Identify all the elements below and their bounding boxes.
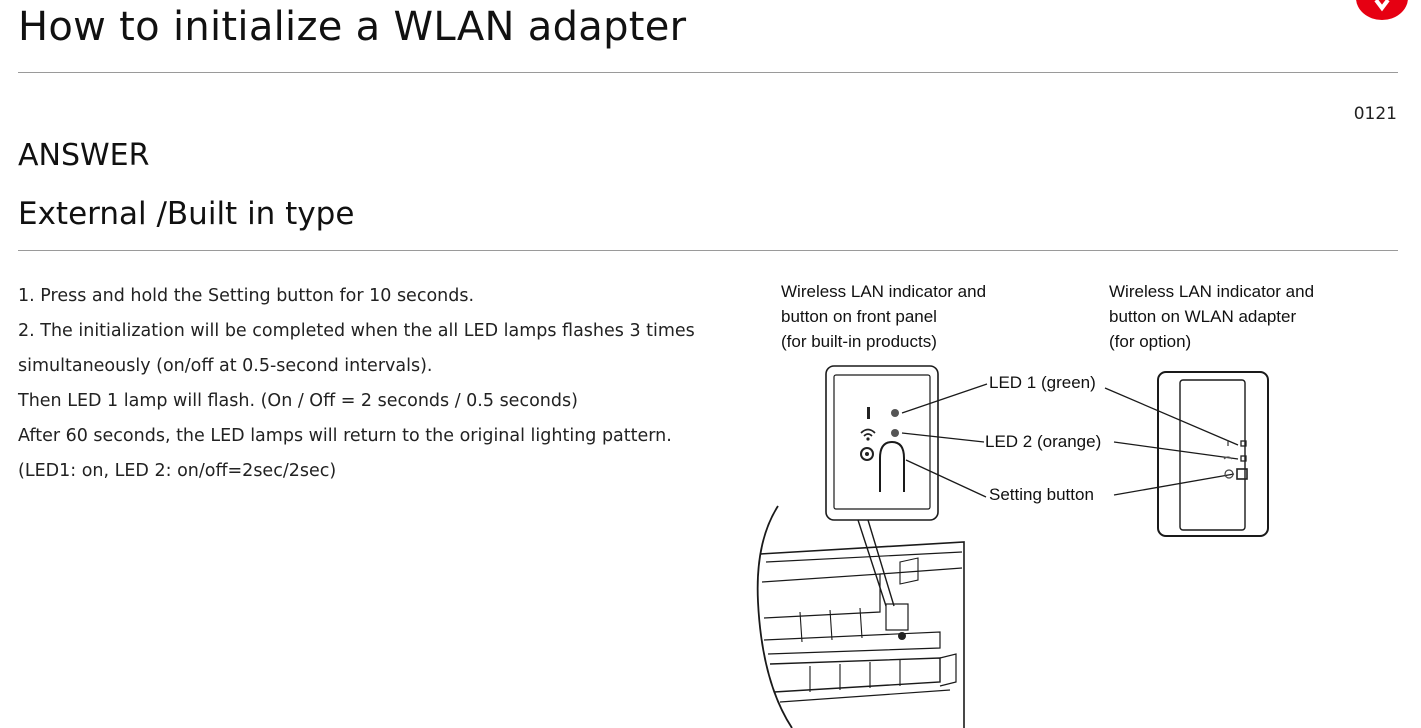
led2-label: LED 2 (orange) [985, 432, 1102, 451]
step-line: simultaneously (on/off at 0.5-second int… [18, 356, 433, 376]
wlan-diagram: Wireless LAN indicator and button on fro… [740, 262, 1421, 728]
step-line: (LED1: on, LED 2: on/off=2sec/2sec) [18, 461, 337, 481]
answer-heading: ANSWER [18, 138, 150, 173]
corner-badge-icon[interactable] [1356, 0, 1408, 20]
step-line: After 60 seconds, the LED lamps will ret… [18, 426, 672, 446]
adapter-setting-button [1236, 468, 1248, 480]
step-line: Then LED 1 lamp will flash. (On / Off = … [18, 391, 578, 411]
front-panel-outline [825, 365, 939, 521]
page-title: How to initialize a WLAN adapter [18, 4, 687, 50]
led1-label: LED 1 (green) [989, 373, 1096, 392]
step-line: 2. The initialization will be completed … [18, 321, 695, 341]
led2-dot [891, 429, 899, 437]
step-line: 1. Press and hold the Setting button for… [18, 286, 475, 306]
wifi-icon [860, 428, 876, 437]
wlan-adapter-outline [1157, 371, 1269, 537]
setting-button-label: Setting button [989, 485, 1094, 504]
adapter-led1 [1240, 440, 1247, 447]
diagram-drawing [756, 365, 1269, 728]
section-divider [18, 250, 1398, 251]
instruction-steps: 1. Press and hold the Setting button for… [18, 279, 738, 489]
front-panel-caption: Wireless LAN indicator and button on fro… [781, 282, 987, 351]
type-heading: External /Built in type [18, 196, 355, 232]
led1-dot [891, 409, 899, 417]
wlan-adapter-caption: Wireless LAN indicator and button on WLA… [1109, 282, 1315, 351]
adapter-led2 [1240, 455, 1247, 462]
document-number: 0121 [1353, 104, 1397, 124]
setting-gear-icon [860, 447, 874, 461]
title-divider [18, 72, 1398, 73]
